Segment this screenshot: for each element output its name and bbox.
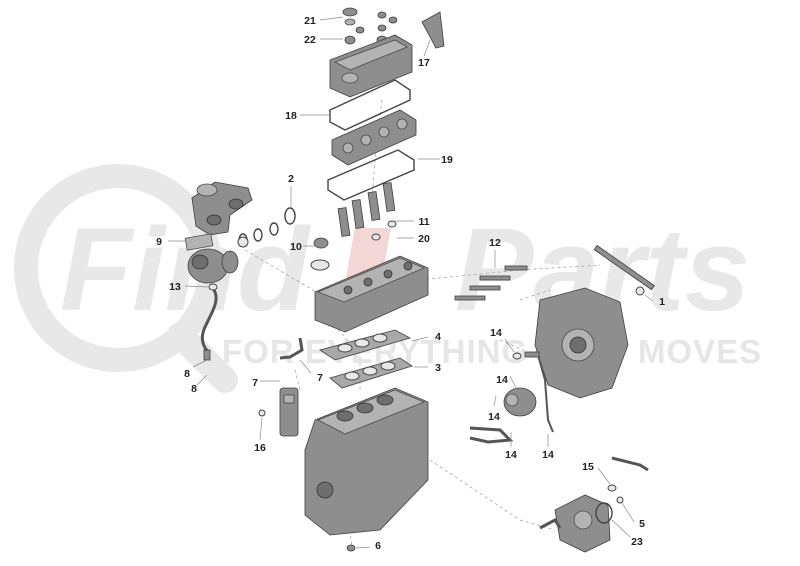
callout-1: 1 xyxy=(659,296,665,308)
callout-14e: 14 xyxy=(542,449,554,461)
callout-14c: 14 xyxy=(488,411,500,423)
callout-14b: 14 xyxy=(496,374,508,386)
oil-cooler xyxy=(258,387,299,437)
watermark-tagline: FOR EVERYTHING THAT MOVES xyxy=(222,333,763,370)
callout-9: 9 xyxy=(156,236,162,248)
callout-18: 18 xyxy=(285,110,297,122)
callout-8a: 8 xyxy=(184,368,190,380)
engine-block xyxy=(304,387,429,552)
callout-2: 2 xyxy=(288,173,294,185)
callout-15: 15 xyxy=(582,461,594,473)
callout-20: 20 xyxy=(418,233,430,245)
injectors xyxy=(337,182,397,241)
oil-line-7 xyxy=(279,337,304,360)
callout-3: 3 xyxy=(435,362,441,374)
thermostat xyxy=(310,237,330,271)
callout-8b: 8 xyxy=(191,383,197,395)
callout-11: 11 xyxy=(418,216,429,228)
sensor-group-12 xyxy=(454,265,528,301)
oil-line-13 xyxy=(200,289,218,353)
callout-17: 17 xyxy=(418,57,430,69)
callout-10: 10 xyxy=(290,241,302,253)
callout-7b: 7 xyxy=(317,372,323,384)
cylinder-head xyxy=(314,255,429,333)
gasket-18 xyxy=(329,79,411,131)
turbocharger xyxy=(184,233,249,284)
leader-lines xyxy=(168,16,654,549)
callout-14d: 14 xyxy=(505,449,517,461)
callout-12: 12 xyxy=(489,237,501,249)
callout-6: 6 xyxy=(375,540,381,552)
valve-cover-group xyxy=(329,7,445,98)
callout-4: 4 xyxy=(435,331,441,343)
callout-13: 13 xyxy=(169,281,181,293)
callout-5: 5 xyxy=(639,518,645,530)
head-gaskets xyxy=(319,329,413,389)
callout-19: 19 xyxy=(441,154,453,166)
fuel-pump-group xyxy=(469,351,554,444)
callout-23: 23 xyxy=(631,536,643,548)
callout-14a: 14 xyxy=(490,327,502,339)
flywheel-housing xyxy=(534,244,655,399)
callout-7a: 7 xyxy=(252,377,258,389)
callout-21: 21 xyxy=(304,15,316,27)
callout-16: 16 xyxy=(254,442,266,454)
gasket-19 xyxy=(327,149,415,201)
rocker-assembly xyxy=(331,109,417,166)
water-pump-group xyxy=(539,456,649,553)
exhaust-manifold xyxy=(191,181,253,236)
callout-22: 22 xyxy=(304,34,316,46)
